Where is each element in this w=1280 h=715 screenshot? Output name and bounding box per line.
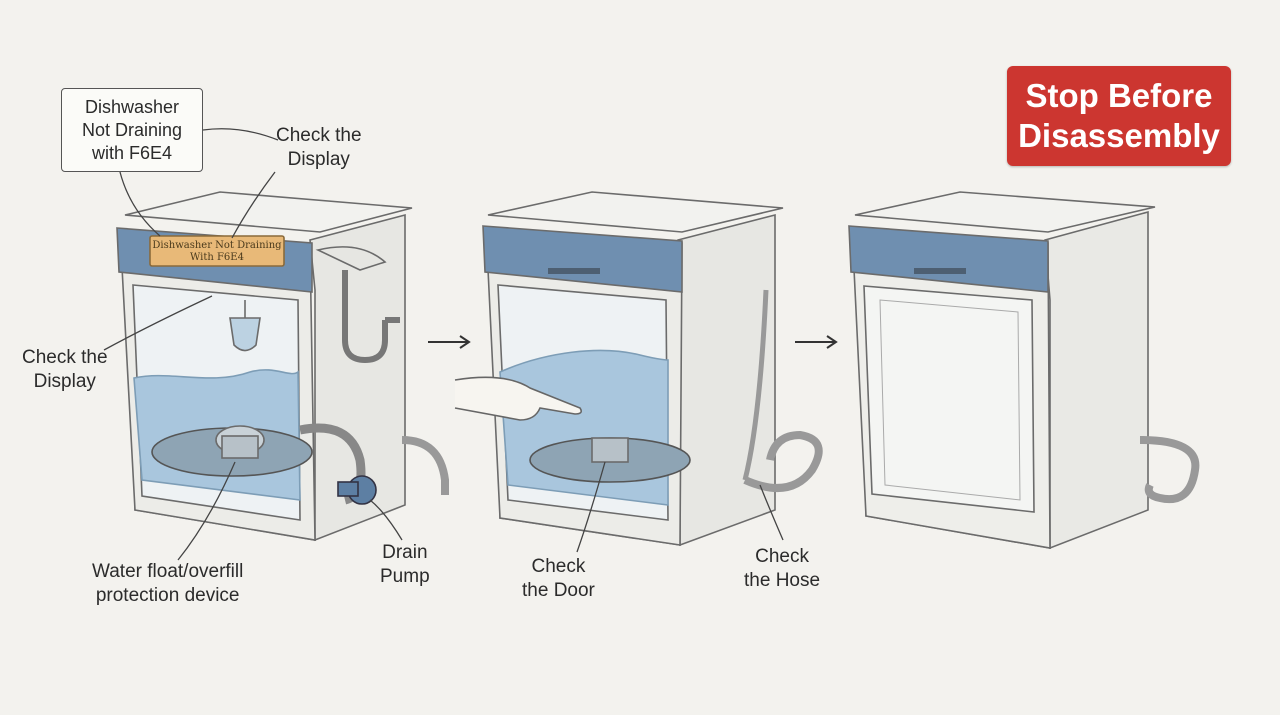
- label-check-display-top-line-2: Display: [287, 149, 350, 170]
- dishwasher-unit-2: [454, 191, 823, 547]
- display-screen-text: Dishwasher Not Draining With F6E4: [150, 238, 284, 266]
- display-line-1: Dishwasher Not Draining: [152, 240, 282, 251]
- label-drain-pump-line-1: Drain: [382, 542, 428, 563]
- label-check-display-top-line-1: Check the: [276, 125, 362, 146]
- label-check-door: Check the Door: [522, 555, 595, 603]
- step-arrow-1: [428, 335, 471, 349]
- callout-line-3: with F6E4: [91, 142, 173, 163]
- label-water-float: Water float/overfill protection device: [92, 560, 243, 608]
- label-check-door-line-2: the Door: [522, 580, 595, 601]
- label-check-display-top: Check the Display: [276, 124, 362, 172]
- stop-before-disassembly-badge: Stop Before Disassembly: [1007, 66, 1231, 166]
- callout-line-2: Not Draining: [81, 119, 183, 140]
- dishwasher-unit-3: [848, 191, 1200, 550]
- label-check-hose: Check the Hose: [744, 545, 820, 593]
- label-check-display-left-line-2: Display: [33, 371, 96, 392]
- label-check-display-left: Check the Display: [22, 346, 108, 394]
- stop-badge-line-2: Disassembly: [1018, 117, 1220, 154]
- label-water-float-line-2: protection device: [95, 585, 240, 606]
- label-check-door-line-1: Check: [531, 556, 586, 577]
- dishwasher-unit-1: [116, 191, 449, 542]
- callout-line-1: Dishwasher: [84, 96, 180, 117]
- step-arrow-2: [795, 335, 838, 349]
- label-check-display-left-line-1: Check the: [22, 347, 108, 368]
- label-check-hose-line-2: the Hose: [744, 570, 821, 591]
- label-water-float-line-1: Water float/overfill: [92, 561, 244, 582]
- label-drain-pump: Drain Pump: [380, 541, 430, 589]
- stop-badge-line-1: Stop Before: [1025, 77, 1213, 114]
- display-line-2: With F6E4: [190, 252, 244, 263]
- label-check-hose-line-1: Check: [755, 546, 809, 567]
- error-callout-box: Dishwasher Not Draining with F6E4: [61, 88, 203, 172]
- label-drain-pump-line-2: Pump: [380, 566, 430, 587]
- leader-lines: [103, 128, 784, 561]
